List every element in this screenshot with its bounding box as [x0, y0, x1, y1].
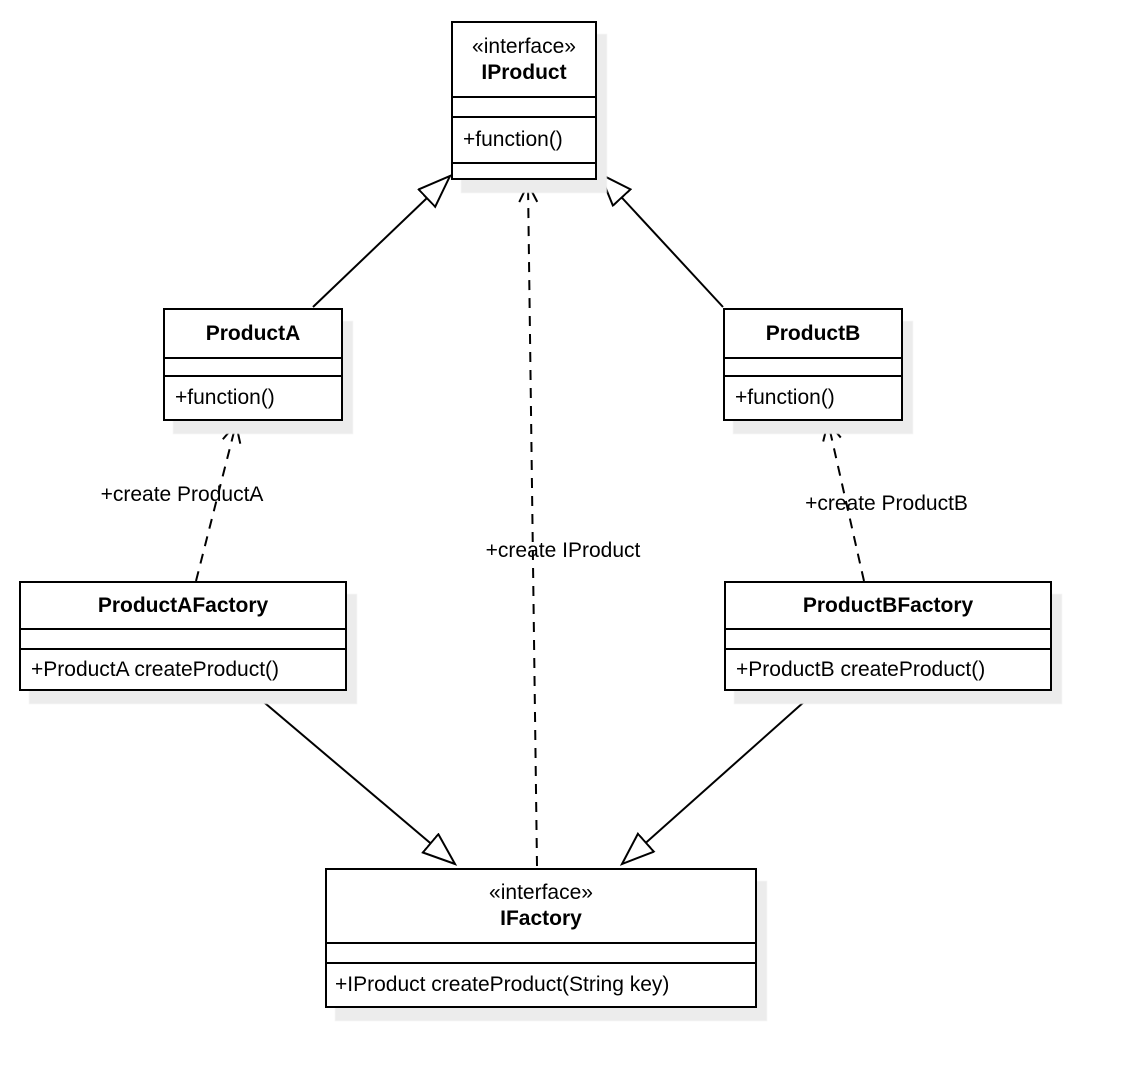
class-name: IProduct [481, 60, 567, 84]
class-method: +IProduct createProduct(String key) [335, 973, 670, 996]
realization-edge-productbfactory-to-ifactory[interactable] [622, 692, 815, 864]
class-box-productb[interactable]: ProductB +function() [723, 308, 903, 421]
class-title-compartment: ProductBFactory [726, 583, 1050, 630]
class-empty-compartment [453, 164, 595, 178]
edge-label-create-productb: +create ProductB [805, 492, 968, 515]
class-title-compartment: «interface» IProduct [453, 23, 595, 98]
class-fields-compartment [327, 944, 755, 964]
class-fields-compartment [21, 630, 345, 650]
class-name: ProductA [205, 321, 301, 345]
class-name: ProductBFactory [802, 593, 974, 617]
class-fields-compartment [726, 630, 1050, 650]
class-method: +ProductB createProduct() [736, 657, 986, 681]
class-box-ifactory[interactable]: «interface» IFactory +IProduct createPro… [325, 868, 757, 1008]
class-method: +function() [453, 118, 595, 164]
class-box-iproduct[interactable]: «interface» IProduct +function() [451, 21, 597, 180]
class-box-productafactory[interactable]: ProductAFactory +ProductA createProduct(… [19, 581, 347, 691]
realization-edge-producta-to-iproduct[interactable] [312, 176, 450, 308]
class-method: +function() [735, 386, 835, 409]
class-stereotype: «interface» [489, 881, 593, 904]
edge-label-create-iproduct: +create IProduct [485, 539, 641, 562]
realization-edge-productb-to-iproduct[interactable] [600, 174, 724, 308]
class-title-compartment: ProductB [725, 310, 901, 359]
class-name: IFactory [500, 907, 582, 930]
dependency-edge-productafactory-to-producta[interactable] [195, 421, 242, 582]
class-fields-compartment [165, 359, 341, 377]
dependency-edge-ifactory-to-iproduct[interactable] [518, 181, 539, 867]
class-name: ProductB [765, 321, 861, 345]
class-title-compartment: ProductA [165, 310, 341, 359]
class-fields-compartment [453, 98, 595, 118]
class-box-productbfactory[interactable]: ProductBFactory +ProductB createProduct(… [724, 581, 1052, 691]
dependency-edge-productbfactory-to-productb[interactable] [822, 419, 865, 582]
edge-label-create-producta: +create ProductA [100, 483, 264, 506]
class-method: +ProductA createProduct() [31, 657, 280, 681]
class-stereotype: «interface» [472, 34, 576, 58]
class-name: ProductAFactory [97, 593, 269, 617]
class-title-compartment: ProductAFactory [21, 583, 345, 630]
class-fields-compartment [725, 359, 901, 377]
class-box-producta[interactable]: ProductA +function() [163, 308, 343, 421]
class-method: +function() [175, 386, 275, 409]
realization-edge-productafactory-to-ifactory[interactable] [252, 692, 455, 864]
class-title-compartment: «interface» IFactory [327, 870, 755, 944]
